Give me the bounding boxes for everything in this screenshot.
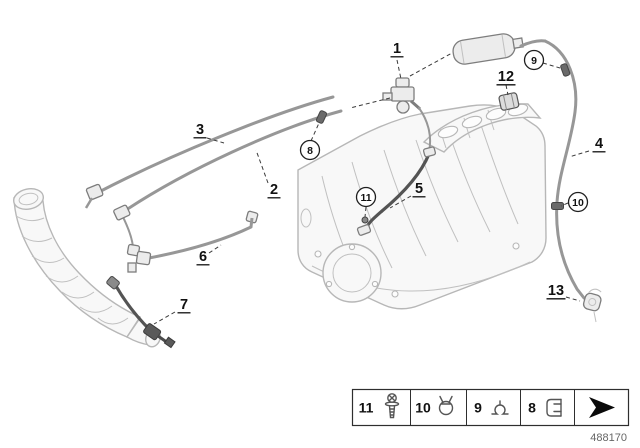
callouts: 1 12 9 3 8 2 11 5 [177, 41, 606, 314]
canister-hose-path [519, 39, 547, 48]
hose-6-path [147, 225, 253, 260]
callout-9-label[interactable]: 9 [531, 55, 537, 67]
callout-9[interactable]: 9 [523, 49, 545, 71]
callout-3[interactable]: 3 [193, 122, 207, 139]
legend-item-10[interactable]: 10 [415, 395, 454, 416]
callout-10-label[interactable]: 10 [572, 197, 584, 209]
hose-2-path [121, 109, 343, 214]
legend-item-11[interactable]: 11 [359, 393, 400, 419]
hose-4-path [543, 39, 586, 300]
throttle-flange [322, 243, 382, 303]
callout-12-label[interactable]: 12 [498, 69, 514, 85]
callout-7[interactable]: 7 [177, 297, 191, 314]
hoses [95, 39, 586, 332]
clip-13-drawing [582, 288, 602, 312]
callout-7-label[interactable]: 7 [180, 297, 188, 313]
intake-manifold-drawing [297, 103, 547, 310]
callout-11[interactable]: 11 [355, 186, 377, 208]
legend: 11 10 9 [351, 388, 630, 427]
legend-item-9-label[interactable]: 9 [474, 400, 482, 416]
callout-2-label[interactable]: 2 [270, 182, 278, 198]
clip-8 [315, 110, 328, 124]
callout-4-label[interactable]: 4 [595, 136, 603, 152]
legend-item-8-label[interactable]: 8 [528, 400, 536, 416]
screw-icon [384, 393, 400, 419]
leader-lines [153, 52, 590, 325]
callout-13[interactable]: 13 [546, 283, 566, 300]
hose-3-path [95, 95, 335, 195]
callout-6[interactable]: 6 [196, 249, 210, 266]
legend-item-11-label[interactable]: 11 [359, 400, 374, 416]
callout-8[interactable]: 8 [299, 139, 321, 161]
callout-11-label[interactable]: 11 [360, 192, 371, 204]
callout-10[interactable]: 10 [567, 191, 589, 213]
vent-valve-drawing [382, 77, 421, 114]
legend-item-9[interactable]: 9 [474, 400, 509, 416]
clip-icon [491, 400, 509, 415]
callout-6-label[interactable]: 6 [199, 249, 207, 265]
part-number: 488170 [590, 432, 627, 444]
hose-5-path [364, 152, 431, 231]
holder-clip-icon [546, 398, 562, 417]
clamp-icon [438, 395, 454, 416]
callout-1[interactable]: 1 [390, 41, 404, 58]
legend-item-10-label[interactable]: 10 [415, 400, 431, 416]
canister-drawing [452, 33, 524, 65]
bolt-11 [361, 216, 369, 224]
callout-8-label[interactable]: 8 [307, 145, 313, 157]
clip-9 [560, 63, 571, 77]
callout-4[interactable]: 4 [592, 136, 606, 153]
legend-item-8[interactable]: 8 [528, 398, 562, 417]
callout-1-label[interactable]: 1 [393, 41, 401, 57]
callout-3-label[interactable]: 3 [196, 122, 204, 138]
grommet-12-drawing [498, 92, 520, 111]
callout-13-label[interactable]: 13 [548, 283, 564, 299]
hose-2-tail-path [121, 214, 134, 248]
callout-12[interactable]: 12 [496, 69, 516, 86]
callout-5[interactable]: 5 [412, 181, 426, 198]
callout-5-label[interactable]: 5 [415, 181, 423, 197]
next-arrow-icon[interactable] [589, 397, 615, 418]
legend-frame [351, 388, 630, 427]
air-duct-drawing [12, 188, 161, 348]
callout-2[interactable]: 2 [267, 182, 281, 199]
fittings [84, 63, 602, 349]
clip-10 [551, 202, 564, 210]
next-diagram-button[interactable] [589, 397, 615, 418]
